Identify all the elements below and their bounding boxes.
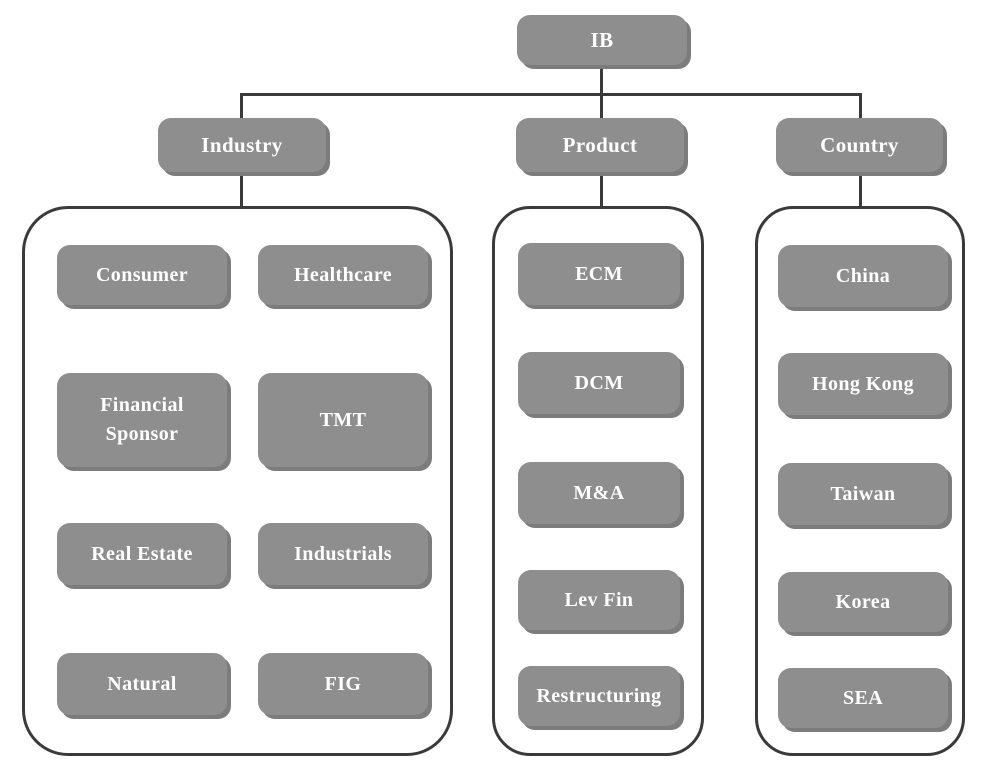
- connector-country-group: [859, 170, 862, 208]
- node-sea: SEA: [778, 668, 948, 728]
- node-tmt: TMT: [258, 373, 428, 467]
- connector-horizontal-bar: [240, 93, 862, 96]
- node-ma: M&A: [518, 462, 680, 524]
- node-financial-sponsor: Financial Sponsor: [57, 373, 227, 467]
- node-real-estate: Real Estate: [57, 523, 227, 585]
- node-hong-kong: Hong Kong: [778, 353, 948, 415]
- connector-product-top: [600, 93, 603, 120]
- node-restructuring: Restructuring: [518, 666, 680, 726]
- node-lev-fin: Lev Fin: [518, 570, 680, 630]
- node-korea: Korea: [778, 572, 948, 632]
- branch-label-industry: Industry: [158, 118, 326, 172]
- node-ib: IB: [517, 15, 687, 65]
- branch-label-country: Country: [776, 118, 943, 172]
- connector-country-top: [859, 93, 862, 120]
- node-china: China: [778, 245, 948, 307]
- node-healthcare: Healthcare: [258, 245, 428, 305]
- node-consumer: Consumer: [57, 245, 227, 305]
- node-taiwan: Taiwan: [778, 463, 948, 525]
- node-natural: Natural: [57, 653, 227, 715]
- connector-industry-group: [240, 170, 243, 208]
- connector-industry-top: [240, 93, 243, 120]
- branch-label-product: Product: [516, 118, 684, 172]
- connector-ib-trunk: [600, 64, 603, 95]
- node-fig: FIG: [258, 653, 428, 715]
- node-dcm: DCM: [518, 352, 680, 414]
- node-ecm: ECM: [518, 243, 680, 305]
- connector-product-group: [600, 170, 603, 208]
- node-industrials: Industrials: [258, 523, 428, 585]
